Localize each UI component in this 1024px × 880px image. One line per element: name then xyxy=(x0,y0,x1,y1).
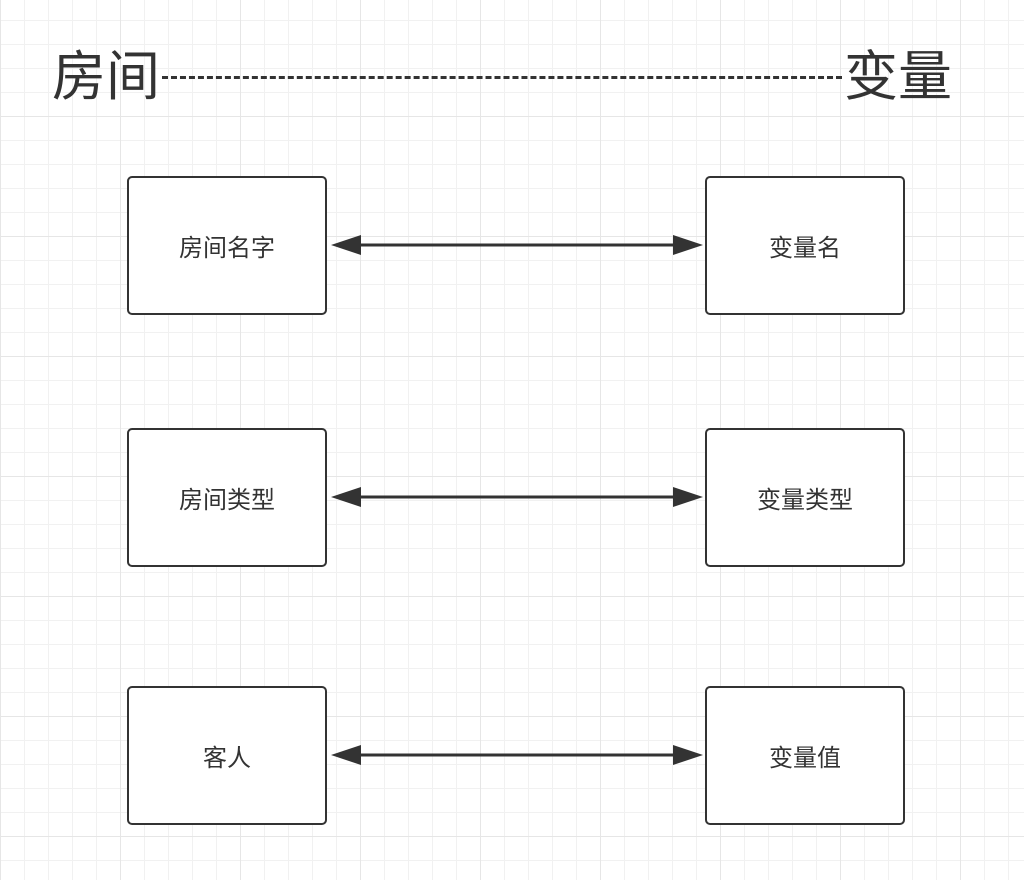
variable-name-box: 变量名 xyxy=(705,176,905,315)
room-name-box: 房间名字 xyxy=(127,176,327,315)
guest-label: 客人 xyxy=(203,744,251,772)
variable-type-label: 变量类型 xyxy=(757,486,853,514)
bidirectional-arrow-row-3 xyxy=(331,745,703,765)
title-dashed-connector xyxy=(162,76,842,79)
variable-value-box: 变量值 xyxy=(705,686,905,825)
variable-type-box: 变量类型 xyxy=(705,428,905,567)
bidirectional-arrow-row-1 xyxy=(331,235,703,255)
room-type-label: 房间类型 xyxy=(179,486,275,514)
guest-box: 客人 xyxy=(127,686,327,825)
room-name-label: 房间名字 xyxy=(179,234,275,262)
variable-name-label: 变量名 xyxy=(769,234,841,262)
bidirectional-arrow-row-2 xyxy=(331,487,703,507)
variable-value-label: 变量值 xyxy=(769,744,841,772)
title-right: 变量 xyxy=(844,45,952,108)
room-type-box: 房间类型 xyxy=(127,428,327,567)
title-left: 房间 xyxy=(52,45,160,108)
